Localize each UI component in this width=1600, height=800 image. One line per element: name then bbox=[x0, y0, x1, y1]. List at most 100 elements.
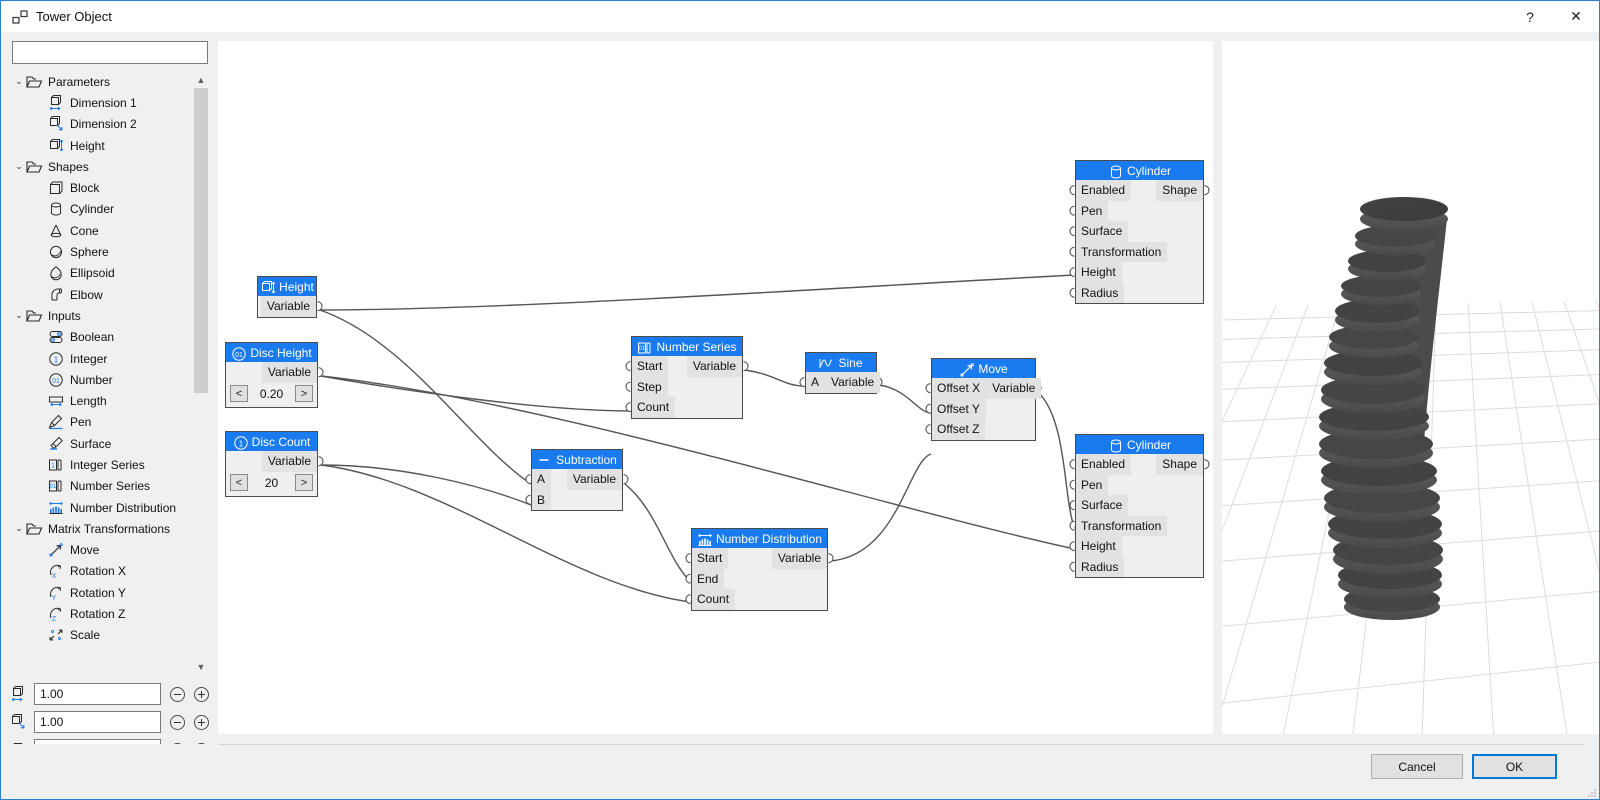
node-header[interactable]: Cylinder bbox=[1076, 435, 1203, 454]
node-header[interactable]: Height bbox=[258, 277, 316, 296]
output-port-variable[interactable]: Variable bbox=[261, 362, 317, 383]
input-port-count[interactable]: Count bbox=[692, 589, 736, 610]
input-port-radius[interactable]: Radius bbox=[1076, 282, 1125, 303]
tree-item-shapes[interactable]: ⌄Shapes bbox=[12, 156, 194, 177]
input-port-step[interactable]: Step bbox=[632, 376, 668, 397]
resize-gripper[interactable] bbox=[1587, 787, 1597, 797]
ok-button[interactable]: OK bbox=[1472, 754, 1557, 779]
output-port-variable[interactable]: Variable bbox=[261, 451, 317, 472]
tree-item-cylinder[interactable]: Cylinder bbox=[12, 199, 194, 220]
decrement-button[interactable] bbox=[170, 686, 185, 702]
decrement-button[interactable] bbox=[170, 714, 185, 730]
node-header[interactable]: Number Distribution bbox=[692, 529, 827, 548]
output-port-variable[interactable]: Variable bbox=[686, 356, 742, 377]
increment-button[interactable] bbox=[194, 686, 209, 702]
input-port-enabled[interactable]: Enabled bbox=[1076, 454, 1132, 475]
input-port-offset-y[interactable]: Offset Y bbox=[932, 398, 986, 419]
close-button[interactable]: ✕ bbox=[1570, 8, 1582, 24]
input-port-pen[interactable]: Pen bbox=[1076, 200, 1109, 221]
scroll-up-icon[interactable]: ▲ bbox=[196, 74, 206, 85]
input-port-radius[interactable]: Radius bbox=[1076, 556, 1125, 577]
help-button[interactable]: ? bbox=[1526, 8, 1534, 25]
input-port-surface[interactable]: Surface bbox=[1076, 495, 1129, 516]
cancel-button[interactable]: Cancel bbox=[1371, 754, 1463, 779]
input-port-enabled[interactable]: Enabled bbox=[1076, 180, 1132, 201]
tree-item-scale[interactable]: Scale bbox=[12, 625, 194, 646]
stepper-next-button[interactable]: > bbox=[295, 385, 313, 402]
input-port-transformation[interactable]: Transformation bbox=[1076, 241, 1168, 262]
input-port-start[interactable]: Start bbox=[692, 548, 729, 569]
tree-item-dimension-1[interactable]: Dimension 1 bbox=[12, 92, 194, 113]
tree-item-pen[interactable]: Pen bbox=[12, 412, 194, 433]
input-port-height[interactable]: Height bbox=[1076, 262, 1122, 283]
node-header[interactable]: Subtraction bbox=[532, 450, 622, 469]
tree-item-height[interactable]: Height bbox=[12, 135, 194, 156]
chevron-down-icon[interactable]: ⌄ bbox=[15, 76, 23, 87]
tree-item-parameters[interactable]: ⌄Parameters bbox=[12, 71, 194, 92]
output-port-variable[interactable]: Variable bbox=[260, 296, 316, 317]
tree-item-sphere[interactable]: Sphere bbox=[12, 241, 194, 262]
input-port-transformation[interactable]: Transformation bbox=[1076, 515, 1168, 536]
tree-item-matrix-transformations[interactable]: ⌄Matrix Transformations bbox=[12, 518, 194, 539]
input-port-pen[interactable]: Pen bbox=[1076, 474, 1109, 495]
output-port-variable[interactable]: Variable bbox=[986, 378, 1042, 399]
chevron-down-icon[interactable]: ⌄ bbox=[15, 161, 23, 172]
input-port-surface[interactable]: Surface bbox=[1076, 221, 1129, 242]
input-port-a[interactable]: A bbox=[532, 469, 552, 490]
output-port-shape[interactable]: Shape bbox=[1156, 454, 1203, 475]
tree-item-length[interactable]: Length bbox=[12, 390, 194, 411]
input-port-offset-x[interactable]: Offset X bbox=[932, 378, 987, 399]
param-input-2[interactable] bbox=[34, 711, 161, 733]
node-header[interactable]: Cylinder bbox=[1076, 161, 1203, 180]
3d-viewport[interactable] bbox=[1222, 41, 1599, 734]
output-port-variable[interactable]: Variable bbox=[771, 548, 827, 569]
input-port-offset-z[interactable]: Offset Z bbox=[932, 419, 986, 440]
scroll-down-icon[interactable]: ▼ bbox=[196, 661, 206, 672]
increment-button[interactable] bbox=[194, 714, 209, 730]
tree-item-surface[interactable]: Surface bbox=[12, 433, 194, 454]
tree-item-block[interactable]: Block bbox=[12, 177, 194, 198]
input-port-height[interactable]: Height bbox=[1076, 536, 1122, 557]
input-port-a[interactable]: A bbox=[806, 372, 826, 393]
tree-item-move[interactable]: Move bbox=[12, 540, 194, 561]
scrollbar-thumb[interactable] bbox=[194, 88, 208, 393]
tree-item-number-distribution[interactable]: Number Distribution bbox=[12, 497, 194, 518]
tree-item-ellipsoid[interactable]: Ellipsoid bbox=[12, 263, 194, 284]
tree-item-elbow[interactable]: Elbow bbox=[12, 284, 194, 305]
tree-item-boolean[interactable]: Boolean bbox=[12, 327, 194, 348]
tree-item-cone[interactable]: Cone bbox=[12, 220, 194, 241]
chevron-down-icon[interactable]: ⌄ bbox=[15, 523, 23, 534]
output-port-shape[interactable]: Shape bbox=[1156, 180, 1203, 201]
input-port-count[interactable]: Count bbox=[632, 397, 676, 418]
tree-item-dimension-2[interactable]: Dimension 2 bbox=[12, 114, 194, 135]
node-header[interactable]: Sine bbox=[806, 353, 876, 372]
search-input[interactable] bbox=[12, 41, 208, 64]
output-port-variable[interactable]: Variable bbox=[566, 469, 622, 490]
output-port-variable[interactable]: Variable bbox=[825, 372, 881, 393]
stepper-next-button[interactable]: > bbox=[295, 474, 313, 491]
tree-scrollbar[interactable]: ▲ ▼ bbox=[194, 71, 208, 675]
input-port-b[interactable]: B bbox=[532, 489, 552, 510]
stepper-prev-button[interactable]: < bbox=[230, 385, 248, 402]
tree-item-inputs[interactable]: ⌄Inputs bbox=[12, 305, 194, 326]
